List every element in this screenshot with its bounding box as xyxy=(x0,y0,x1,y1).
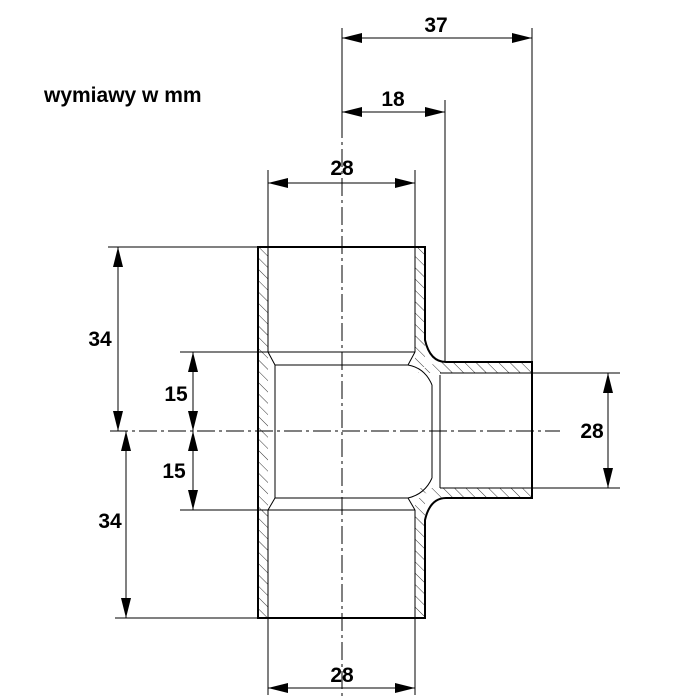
dim-34-lower: 34 xyxy=(98,431,131,618)
right-upper-wall-hatch xyxy=(415,247,425,367)
branch-top-hatch xyxy=(418,362,532,373)
dim-37: 37 xyxy=(342,14,532,43)
dim-15-lower: 15 xyxy=(162,431,198,510)
branch-inner-fillet-bottom xyxy=(407,477,433,499)
dim-34-upper: 34 xyxy=(88,247,123,431)
left-inner-step-bottom xyxy=(267,497,276,511)
branch-inner-fillet-top xyxy=(407,364,433,386)
svg-text:34: 34 xyxy=(98,510,122,533)
svg-text:28: 28 xyxy=(330,157,354,180)
svg-text:34: 34 xyxy=(88,328,112,351)
svg-text:28: 28 xyxy=(580,420,604,443)
dim-18: 18 xyxy=(342,88,445,117)
left-inner-step-top xyxy=(267,351,276,366)
dim-28-top: 28 xyxy=(268,157,415,188)
svg-text:15: 15 xyxy=(162,460,186,483)
dim-28-bottom: 28 xyxy=(268,664,415,693)
dim-15-upper: 15 xyxy=(164,352,198,431)
right-inner-step-bottom xyxy=(407,497,416,511)
svg-text:18: 18 xyxy=(381,88,405,111)
right-inner-step-top xyxy=(407,351,416,366)
units-caption: wymiawy w mm xyxy=(43,84,202,107)
right-lower-wall-hatch xyxy=(415,498,425,618)
left-wall-hatch xyxy=(258,247,268,618)
branch-bottom-hatch xyxy=(418,488,532,498)
dim-28-branch: 28 xyxy=(580,373,613,488)
fitting-body xyxy=(257,246,533,619)
outer-outline xyxy=(257,246,533,619)
svg-text:28: 28 xyxy=(330,664,354,687)
svg-text:15: 15 xyxy=(164,383,188,406)
extension-lines xyxy=(108,28,620,695)
svg-text:37: 37 xyxy=(424,14,447,37)
